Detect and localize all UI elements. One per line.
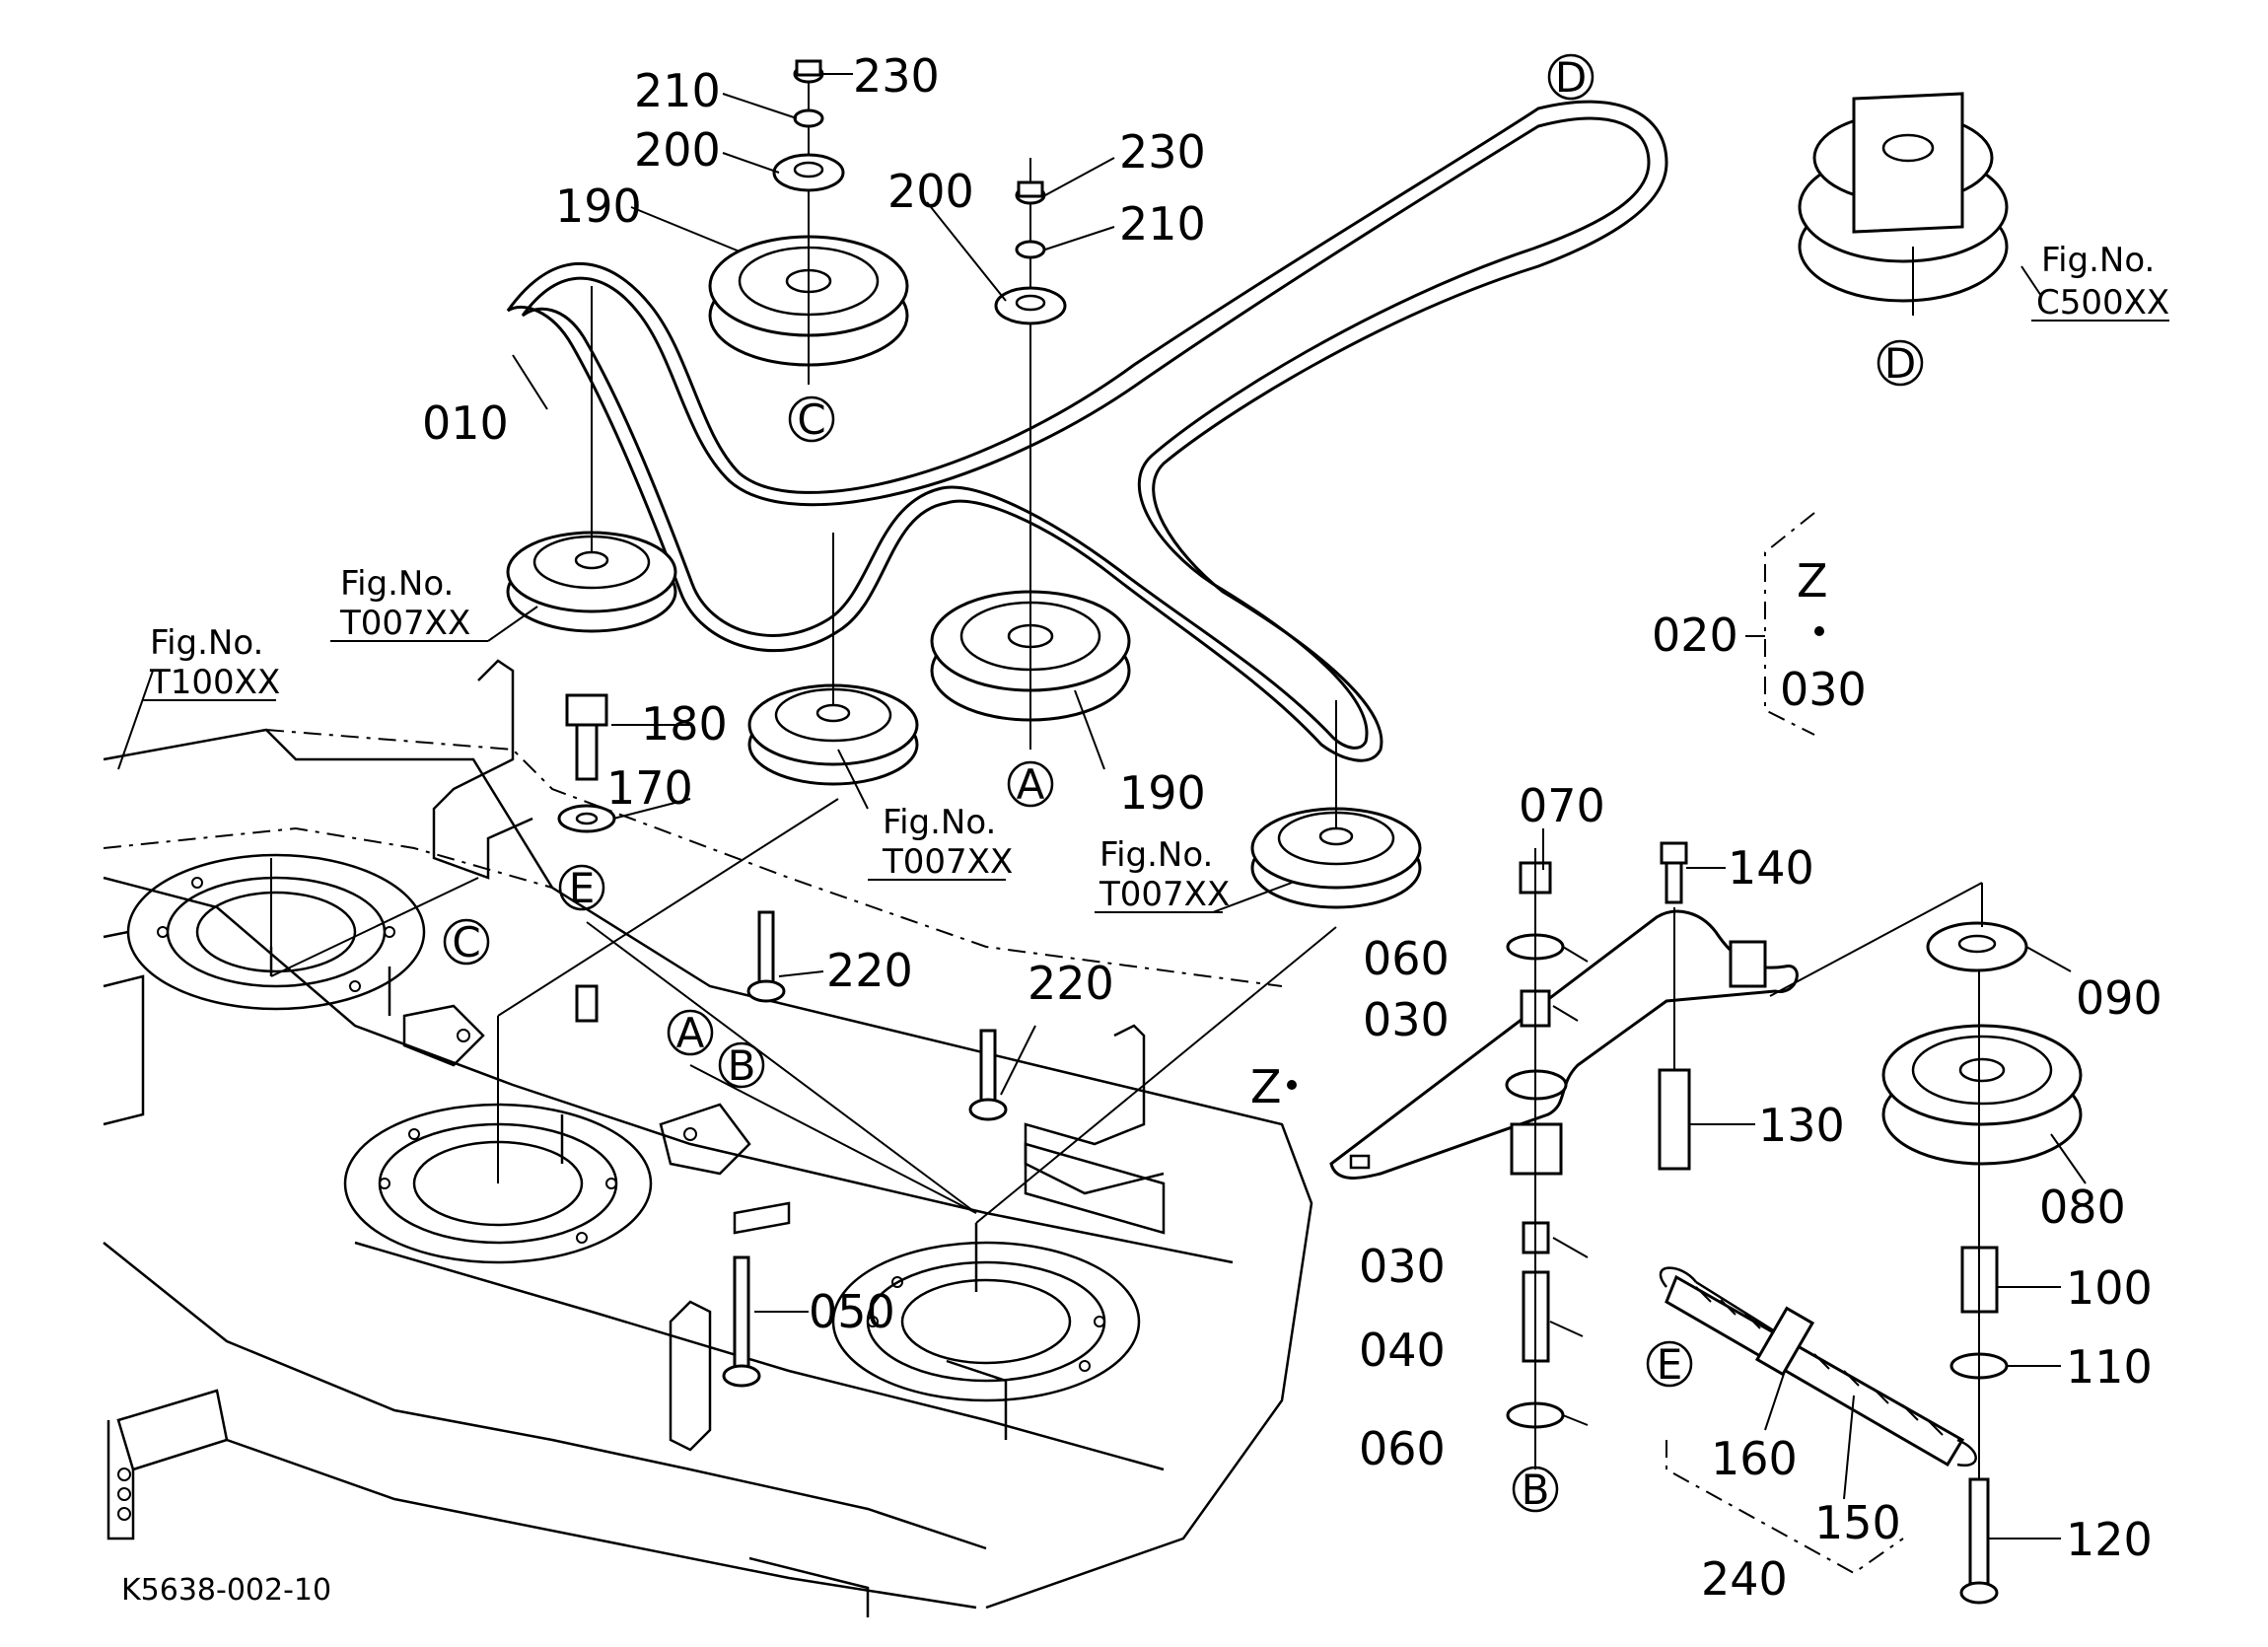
fig-ref-t007-left: T007XX [339,604,470,643]
label-100: 100 [2066,1261,2153,1315]
fig-ref-c500: C500XX [2036,283,2169,322]
letter-e-deck: E [569,864,596,912]
label-080: 080 [2039,1181,2126,1234]
left-spindle-plate [126,853,426,1016]
label-150: 150 [1814,1496,1901,1549]
fig-ref-t100: T100XX [149,663,280,702]
label-020: 020 [1652,609,1738,662]
label-060-lower: 060 [1359,1422,1446,1475]
letter-d-top: D [1555,53,1587,102]
fig-ref-t007-right: T007XX [1099,875,1230,914]
fig-label-t007-left: Fig.No. [340,564,454,604]
label-180: 180 [641,697,728,751]
label-110: 110 [2066,1340,2153,1394]
figure-references: Fig.No. T007XX Fig.No. T100XX Fig.No. T0… [149,241,2169,914]
letter-b-deck: B [728,1041,756,1090]
label-230-center: 230 [1119,125,1206,179]
idler-bolt-140-spacer-130 [1658,841,1691,1171]
label-030-upper: 030 [1363,993,1450,1046]
main-belt-010 [506,100,1668,762]
bolts-220-050 [575,910,1008,1388]
label-210-center: 210 [1119,197,1206,251]
spindle-pulley-left [506,286,677,633]
label-220-right: 220 [1028,957,1114,1010]
part-numbers: 230 210 200 190 230 210 200 190 010 020 … [422,49,2162,1606]
label-220-left: 220 [826,944,913,997]
label-060-upper: 060 [1363,932,1450,985]
tension-spring-150 [1659,1266,1977,1468]
label-200-center: 200 [887,165,974,218]
label-030-z: 030 [1780,663,1867,716]
bolt-180-washer-170 [557,693,616,833]
label-170: 170 [606,761,693,815]
fig-label-c500: Fig.No. [2041,241,2155,280]
drawing-code: K5638-002-10 [121,1573,331,1608]
label-050: 050 [809,1285,895,1338]
label-160: 160 [1711,1432,1798,1485]
letter-c-top: C [797,395,825,444]
label-200-top: 200 [634,123,721,177]
letter-a-top: A [1017,760,1045,809]
idler-pulley-190-center [930,158,1131,750]
letter-d-clutch: D [1884,339,1916,388]
spindle-pulley-center [747,533,919,786]
fig-label-t100: Fig.No. [150,623,263,663]
label-010: 010 [422,396,509,450]
letter-c-deck: C [452,918,480,967]
label-140: 140 [1728,841,1814,895]
deck-brackets [402,659,1165,1452]
label-230-top: 230 [853,49,940,103]
label-040: 040 [1359,1324,1446,1377]
label-190-center: 190 [1119,766,1206,820]
fig-ref-t007-center: T007XX [882,842,1013,882]
spindle-pulley-right [1250,700,1422,909]
letter-z-group: Z [1797,554,1828,608]
label-090: 090 [2076,971,2162,1025]
letter-z-arm: Z [1250,1060,1282,1113]
label-130: 130 [1758,1099,1845,1152]
leader-lines [117,73,2169,1575]
letter-b-stack: B [1522,1466,1550,1514]
fig-label-t007-right: Fig.No. [1099,835,1213,875]
label-240: 240 [1701,1552,1788,1606]
label-030-lower: 030 [1359,1240,1446,1293]
right-spindle-plate [831,1223,1141,1402]
idler-bushings-left-stack [1506,848,1565,1469]
flat-idler-pulley-080 [1881,921,2083,1605]
electric-clutch [1798,92,2009,316]
label-190-top: 190 [555,179,642,233]
label-210-top: 210 [634,64,721,117]
label-120: 120 [2066,1513,2153,1566]
reference-letters: D D C C A A B B E E Z Z [443,53,1924,1514]
label-070: 070 [1519,779,1605,832]
letter-e-spring: E [1657,1340,1683,1389]
mower-deck [103,728,1313,1617]
letter-a-deck: A [676,1009,705,1057]
top-hardware-stack [772,59,1067,325]
fig-label-t007-center: Fig.No. [883,803,996,842]
